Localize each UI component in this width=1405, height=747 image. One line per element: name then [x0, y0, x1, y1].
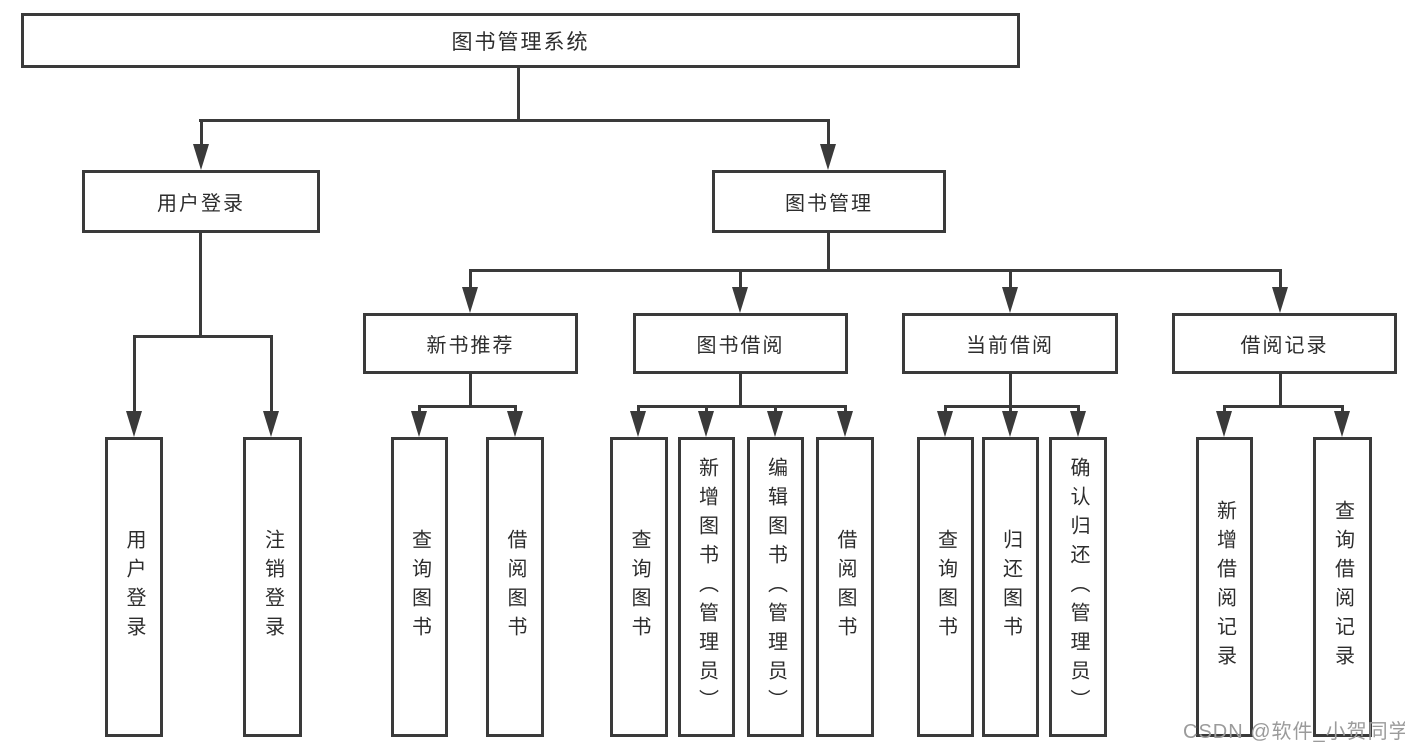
- node-book-management: 图书管理: [712, 170, 946, 233]
- arrowhead-current-borrow-icon: [1002, 287, 1018, 313]
- leaf-label: 借阅图书: [504, 529, 526, 645]
- connector-book-management-stem: [827, 231, 830, 272]
- connector-drop-bb-add-book: [705, 405, 708, 414]
- leaf-label: 确认归还（管理员）: [1067, 456, 1089, 718]
- arrowhead-new-book-recommend-icon: [462, 287, 478, 313]
- connector-current-borrow-rail: [944, 405, 1080, 408]
- leaf-label: 注销登录: [261, 529, 284, 645]
- csdn-watermark: CSDN @软件_小贺同学: [1183, 721, 1405, 743]
- arrowhead-rec-borrow-book-icon: [507, 411, 523, 437]
- arrowhead-add-borrow-record-icon: [1216, 411, 1232, 437]
- arrowhead-borrow-records-icon: [1272, 287, 1288, 313]
- connector-drop-user-login: [200, 119, 203, 147]
- connector-drop-cur-confirm-return: [1077, 405, 1080, 414]
- leaf-label: 编辑图书（管理员）: [764, 456, 787, 718]
- arrowhead-rec-query-book-icon: [411, 411, 427, 437]
- connector-drop-borrow-records: [1279, 269, 1282, 291]
- node-user-login: 用户登录: [82, 170, 320, 233]
- connector-drop-current-borrow: [1009, 269, 1012, 291]
- leaf-label: 借阅图书: [834, 529, 856, 645]
- connector-root-stem: [517, 66, 520, 121]
- leaf-label: 查询图书: [628, 529, 650, 645]
- arrowhead-bb-edit-book-icon: [767, 411, 783, 437]
- connector-drop-cur-return-book: [1009, 405, 1012, 414]
- leaf-user-login: 用户登录: [105, 437, 163, 737]
- leaf-confirm-return-admin: 确认归还（管理员）: [1049, 437, 1107, 737]
- node-book-borrow: 图书借阅: [633, 313, 848, 374]
- arrowhead-bb-add-book-icon: [698, 411, 714, 437]
- connector-new-book-recommend-stem: [469, 372, 472, 407]
- connector-borrow-records-rail: [1223, 405, 1344, 408]
- connector-user-login-rail: [133, 335, 273, 338]
- connector-drop-cur-query-book: [944, 405, 947, 414]
- connector-drop-bb-query-book: [637, 405, 640, 414]
- connector-level2-rail: [199, 119, 830, 122]
- arrowhead-cur-query-book-icon: [937, 411, 953, 437]
- leaf-label: 查询借阅记录: [1331, 500, 1354, 674]
- leaf-return-book: 归还图书: [982, 437, 1039, 737]
- leaf-logout: 注销登录: [243, 437, 302, 737]
- connector-drop-book-borrow: [739, 269, 742, 291]
- leaf-borrow-book: 借阅图书: [816, 437, 874, 737]
- node-current-borrow: 当前借阅: [902, 313, 1118, 374]
- leaf-label: 查询图书: [934, 529, 957, 645]
- arrowhead-cur-return-book-icon: [1002, 411, 1018, 437]
- arrowhead-bb-query-book-icon: [630, 411, 646, 437]
- node-new-book-recommend: 新书推荐: [363, 313, 578, 374]
- connector-drop-add-borrow-record: [1223, 405, 1226, 414]
- leaf-label: 查询图书: [408, 529, 431, 645]
- connector-drop-book-management: [827, 119, 830, 147]
- leaf-recommend-borrow-book: 借阅图书: [486, 437, 544, 737]
- leaf-recommend-query-book: 查询图书: [391, 437, 448, 737]
- arrowhead-user-login-icon: [193, 144, 209, 170]
- connector-drop-rec-borrow-book: [514, 405, 517, 414]
- arrowhead-bb-borrow-book-icon: [837, 411, 853, 437]
- arrowhead-leaf-logout-icon: [263, 411, 279, 437]
- leaf-borrow-query-book: 查询图书: [610, 437, 668, 737]
- connector-drop-query-borrow-record: [1341, 405, 1344, 414]
- leaf-edit-book-admin: 编辑图书（管理员）: [747, 437, 804, 737]
- arrowhead-book-management-icon: [820, 144, 836, 170]
- arrowhead-leaf-user-login-icon: [126, 411, 142, 437]
- arrowhead-book-borrow-icon: [732, 287, 748, 313]
- leaf-add-borrow-record: 新增借阅记录: [1196, 437, 1253, 737]
- leaf-label: 新增图书（管理员）: [695, 456, 718, 718]
- connector-drop-rec-query-book: [418, 405, 421, 414]
- leaf-label: 新增借阅记录: [1213, 500, 1236, 674]
- leaf-label: 归还图书: [999, 529, 1022, 645]
- connector-drop-bb-edit-book: [774, 405, 777, 414]
- leaf-query-borrow-record: 查询借阅记录: [1313, 437, 1372, 737]
- arrowhead-cur-confirm-return-icon: [1070, 411, 1086, 437]
- connector-drop-new-book-recommend: [469, 269, 472, 291]
- connector-current-borrow-stem: [1009, 372, 1012, 407]
- connector-borrow-records-stem: [1279, 372, 1282, 407]
- connector-level3-rail: [469, 269, 1282, 272]
- node-borrow-records: 借阅记录: [1172, 313, 1397, 374]
- connector-recommend-rail: [418, 405, 517, 408]
- connector-book-borrow-stem: [739, 372, 742, 407]
- leaf-add-book-admin: 新增图书（管理员）: [678, 437, 735, 737]
- connector-user-login-stem: [199, 231, 202, 337]
- connector-drop-bb-borrow-book: [844, 405, 847, 414]
- connector-drop-leaf-user-login: [133, 335, 136, 413]
- arrowhead-query-borrow-record-icon: [1334, 411, 1350, 437]
- leaf-label: 用户登录: [123, 529, 145, 645]
- leaf-current-query-book: 查询图书: [917, 437, 974, 737]
- connector-book-borrow-rail: [637, 405, 847, 408]
- node-library-management-system: 图书管理系统: [21, 13, 1020, 68]
- connector-drop-leaf-logout: [270, 335, 273, 413]
